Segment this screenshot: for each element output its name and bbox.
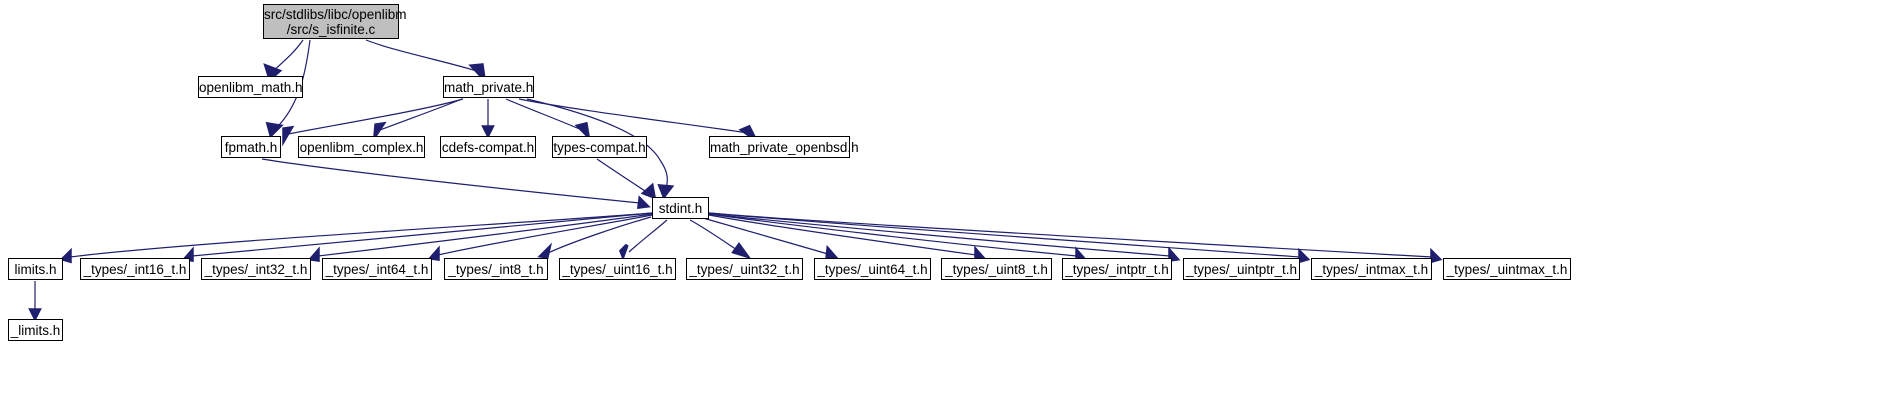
node-label-stdint: stdint.h: [658, 200, 703, 216]
node-label-math_private: math_private.h: [444, 79, 534, 95]
node-t_uint8[interactable]: _types/_uint8_t.h: [941, 258, 1052, 280]
edge-stdint-to-t_intmax: [708, 212, 1301, 258]
arrowhead-stdint-to-t_uint32: [731, 242, 752, 260]
edge-math_private-to-openlibm_cplx: [379, 98, 463, 131]
edge-math_private-to-math_priv_obsd: [518, 98, 749, 134]
node-openlibm_cplx[interactable]: openlibm_complex.h: [298, 136, 425, 158]
edge-stdint-to-t_int64: [437, 214, 653, 256]
arrowhead-math_private-to-types_compat: [574, 121, 591, 142]
arrowhead-math_private-to-fpmath: [282, 125, 295, 147]
node-label-t_int32: _types/_int32_t.h: [204, 261, 308, 277]
node-t_uintptr[interactable]: _types/_uintptr_t.h: [1183, 258, 1300, 280]
node-t_int8[interactable]: _types/_int8_t.h: [444, 258, 548, 280]
node-label-t_intmax: _types/_intmax_t.h: [1314, 261, 1429, 277]
node-label-cdefs_compat: cdefs-compat.h: [441, 139, 535, 155]
node-math_private[interactable]: math_private.h: [443, 76, 534, 98]
node-t_uint32[interactable]: _types/_uint32_t.h: [686, 258, 803, 280]
arrowhead-stdint-to-t_int32: [307, 246, 320, 263]
node-cdefs_compat[interactable]: cdefs-compat.h: [440, 136, 536, 158]
edge-stdint-to-t_int8: [547, 216, 652, 254]
node-label-t_int16: _types/_int16_t.h: [83, 261, 187, 277]
arrowhead-root-to-fpmath: [265, 121, 284, 139]
edge-types_compat-to-stdint: [596, 158, 649, 194]
node-root[interactable]: src/stdlibs/libc/openlibm /src/s_isfinit…: [263, 4, 407, 39]
node-openlibm_math[interactable]: openlibm_math.h: [198, 76, 303, 98]
node-label-_limits: _limits.h: [10, 322, 61, 338]
edge-stdint-to-t_uint16: [628, 219, 668, 253]
edge-stdint-to-t_uintptr: [708, 213, 1171, 257]
node-fpmath[interactable]: fpmath.h: [221, 136, 281, 158]
node-label-t_uintptr: _types/_uintptr_t.h: [1185, 261, 1298, 277]
node-t_intmax[interactable]: _types/_intmax_t.h: [1311, 258, 1432, 280]
node-label-openlibm_math: openlibm_math.h: [199, 79, 303, 95]
arrowhead-stdint-to-t_uintmax: [1430, 247, 1443, 264]
edge-math_private-to-fpmath: [287, 98, 464, 135]
arrowhead-fpmath-to-stdint: [636, 195, 651, 210]
arrowhead-stdint-to-t_int8: [537, 242, 553, 259]
node-label-t_intptr: _types/_intptr_t.h: [1065, 261, 1169, 277]
node-t_uint16[interactable]: _types/_uint16_t.h: [559, 258, 676, 280]
node-_limits[interactable]: _limits.h: [8, 319, 63, 341]
arrowhead-types_compat-to-stdint: [640, 182, 657, 200]
arrowhead-stdint-to-limits: [59, 247, 72, 264]
node-label-fpmath: fpmath.h: [224, 139, 278, 155]
node-limits[interactable]: limits.h: [8, 258, 63, 280]
node-t_uint64[interactable]: _types/_uint64_t.h: [814, 258, 931, 280]
node-label-t_uintmax: _types/_uintmax_t.h: [1446, 261, 1568, 277]
edge-stdint-to-t_intptr: [708, 213, 1078, 257]
node-label-types_compat: types-compat.h: [553, 139, 646, 155]
arrowhead-stdint-to-t_intmax: [1298, 247, 1311, 264]
edge-root-to-math_private: [365, 39, 481, 73]
edge-stdint-to-t_int32: [317, 213, 653, 257]
node-t_int32[interactable]: _types/_int32_t.h: [201, 258, 311, 280]
node-label-t_int8: _types/_int8_t.h: [448, 261, 544, 277]
node-label-math_priv_obsd: math_private_openbsd.h: [710, 139, 859, 155]
node-label-t_uint64: _types/_uint64_t.h: [817, 261, 928, 277]
node-label-t_int64: _types/_int64_t.h: [325, 261, 429, 277]
arrowhead-stdint-to-t_int64: [427, 245, 440, 262]
edge-stdint-to-t_uintmax: [708, 212, 1433, 258]
arrowhead-math_private-to-openlibm_cplx: [373, 121, 387, 137]
edge-stdint-to-limits: [69, 212, 653, 258]
node-types_compat[interactable]: types-compat.h: [552, 136, 647, 158]
arrowhead-stdint-to-t_uint64: [825, 244, 839, 261]
node-t_intptr[interactable]: _types/_intptr_t.h: [1062, 258, 1172, 280]
node-label-t_uint16: _types/_uint16_t.h: [562, 261, 673, 277]
arrowhead-limits-to-_limits: [28, 308, 42, 322]
arrowhead-stdint-to-t_uint16: [618, 243, 629, 261]
node-label-openlibm_cplx: openlibm_complex.h: [299, 139, 424, 155]
node-t_int64[interactable]: _types/_int64_t.h: [322, 258, 432, 280]
node-stdint[interactable]: stdint.h: [652, 197, 709, 219]
node-math_priv_obsd[interactable]: math_private_openbsd.h: [709, 136, 859, 158]
edge-stdint-to-t_int16: [191, 212, 653, 257]
node-t_uintmax[interactable]: _types/_uintmax_t.h: [1443, 258, 1571, 280]
edge-stdint-to-t_uint8: [708, 214, 977, 256]
arrowhead-math_private-to-cdefs_compat: [481, 125, 495, 139]
edge-root-to-openlibm_math: [271, 39, 304, 73]
edge-stdint-to-t_uint32: [689, 219, 741, 253]
node-label-t_uint8: _types/_uint8_t.h: [945, 261, 1048, 277]
arrowhead-math_private-to-stdint: [657, 183, 675, 200]
edge-math_private-to-types_compat: [505, 98, 583, 131]
node-label-t_uint32: _types/_uint32_t.h: [689, 261, 800, 277]
node-label-limits: limits.h: [14, 261, 57, 277]
edge-fpmath-to-stdint: [261, 158, 641, 204]
node-t_int16[interactable]: _types/_int16_t.h: [80, 258, 190, 280]
node-label-root: src/stdlibs/libc/openlibm /src/s_isfinit…: [264, 6, 407, 37]
edge-stdint-to-t_uint64: [702, 217, 829, 255]
